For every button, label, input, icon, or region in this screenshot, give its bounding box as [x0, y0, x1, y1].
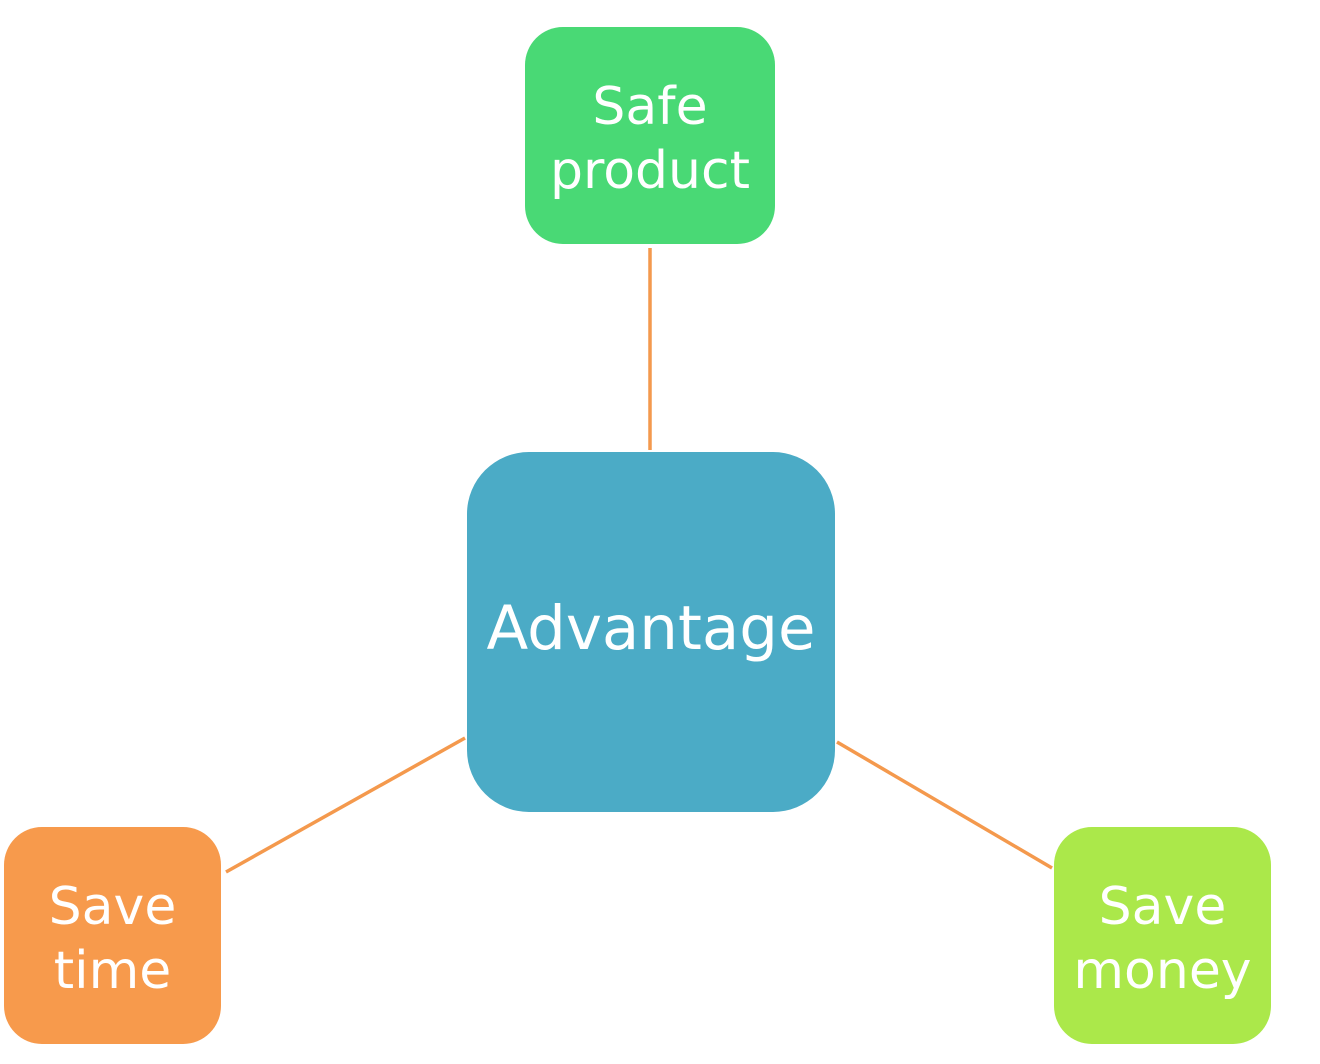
node-save-time[interactable]: Save time	[4, 827, 221, 1044]
node-advantage[interactable]: Advantage	[467, 452, 835, 812]
node-advantage-label: Advantage	[486, 593, 816, 665]
node-save-money[interactable]: Save money	[1054, 827, 1271, 1044]
node-safe-product[interactable]: Safe product	[525, 27, 775, 244]
node-save-money-label: Save money	[1073, 877, 1252, 1001]
node-save-time-label: Save time	[48, 877, 177, 1001]
node-safe-product-label: Safe product	[549, 77, 750, 201]
connector-left	[225, 736, 466, 874]
connector-right	[836, 740, 1053, 870]
